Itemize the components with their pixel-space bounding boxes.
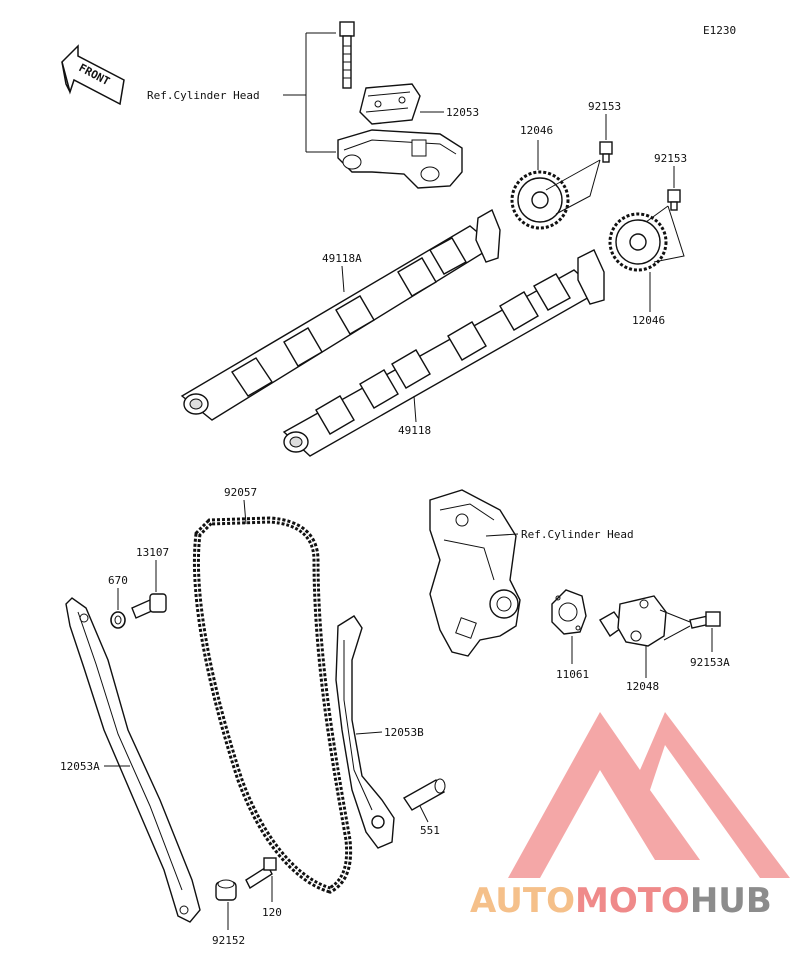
bracket-12053 (359, 83, 421, 125)
label-670: 670 (108, 574, 128, 587)
bolt-120 (245, 857, 277, 890)
tensioner-guide-12053B (335, 615, 395, 849)
svg-text:AUTOMOTOHUB: AUTOMOTOHUB (470, 881, 772, 921)
label-92153-upper: 92153 (588, 100, 621, 113)
label-92153-lower: 92153 (654, 152, 687, 165)
label-92152: 92152 (212, 934, 245, 947)
automotohub-watermark: AUTOMOTOHUB (470, 712, 790, 921)
label-12046-upper: 12046 (520, 124, 553, 137)
label-92057: 92057 (224, 486, 257, 499)
ref-label-lower: Ref.Cylinder Head (521, 528, 634, 541)
sprocket-12046-upper (510, 170, 570, 230)
bolt-92153-lower (667, 189, 681, 211)
collar-92152 (215, 879, 237, 901)
label-12053A: 12053A (60, 760, 100, 773)
label-11061: 11061 (556, 668, 589, 681)
label-120: 120 (262, 906, 282, 919)
bolt-92153A (689, 611, 721, 629)
label-12053: 12053 (446, 106, 479, 119)
washer-670 (110, 611, 126, 629)
label-551: 551 (420, 824, 440, 837)
diagram-code: E1230 (703, 24, 736, 37)
watermark-moto-text: MOTO (575, 881, 690, 921)
front-arrow-icon: FRONT (61, 44, 125, 106)
camshaft-49118 (282, 249, 605, 457)
label-12046-lower: 12046 (632, 314, 665, 327)
bolt-92153-upper (599, 141, 613, 163)
label-92153A: 92153A (690, 656, 730, 669)
watermark-auto-text: AUTO (470, 881, 575, 921)
sprocket-12046-lower (608, 212, 668, 272)
camshaft-holder (337, 129, 463, 189)
label-49118: 49118 (398, 424, 431, 437)
bolt-13107 (131, 593, 167, 619)
cylinder-head-section (429, 489, 521, 657)
timing-chain-92057 (192, 516, 353, 894)
watermark-hub-text: HUB (690, 881, 772, 921)
ref-label-upper: Ref.Cylinder Head (147, 89, 260, 102)
pin-551 (402, 778, 446, 811)
label-12053B: 12053B (384, 726, 424, 739)
gasket-11061 (551, 589, 587, 635)
chain-guide-12053A (65, 597, 201, 923)
label-12048: 12048 (626, 680, 659, 693)
tensioner-12048 (599, 595, 667, 647)
label-49118A: 49118A (322, 252, 362, 265)
label-13107: 13107 (136, 546, 169, 559)
camshaft-49118A (180, 208, 501, 421)
bolt-long (339, 21, 355, 89)
watermark-logo-mark (508, 712, 790, 878)
